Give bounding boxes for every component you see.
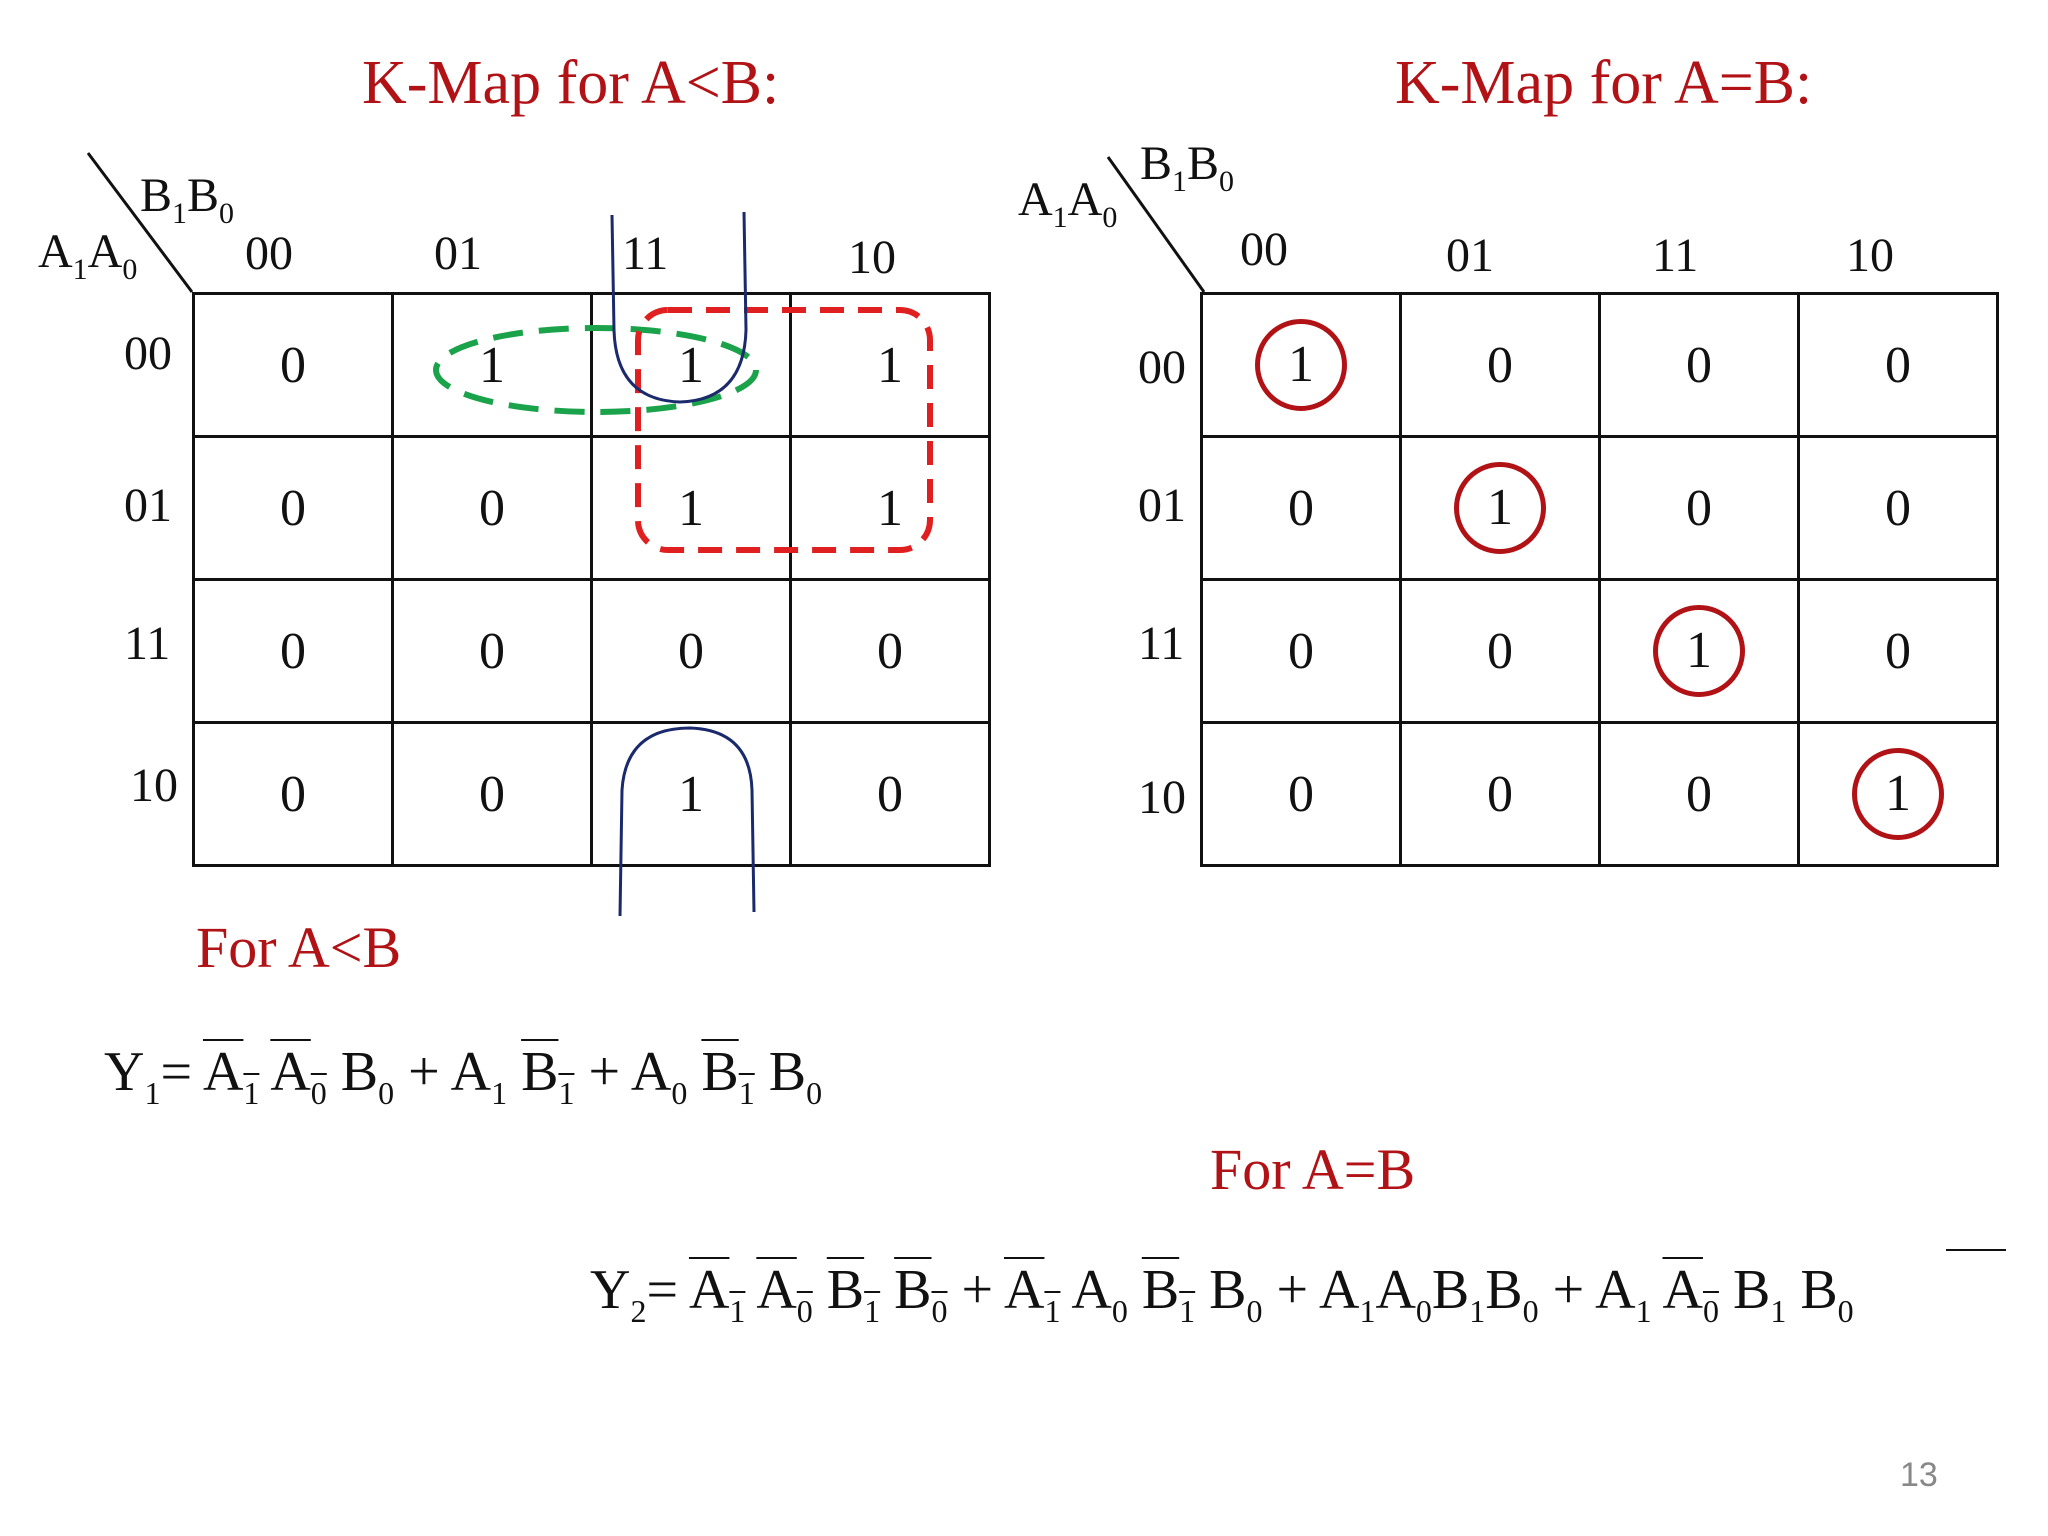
kmap-cell: 0	[1200, 435, 1402, 581]
right-col-var-label: B1B0	[1140, 137, 1235, 198]
circled-minterm: 1	[1454, 462, 1546, 554]
right-col-header: 01	[1446, 229, 1494, 282]
kmap-cell: 0	[192, 292, 394, 438]
equation-y1: Y1= A1 A0 B0 + A1 B1 + A0 B1 B0	[104, 1041, 823, 1111]
circled-minterm: 1	[1852, 748, 1944, 840]
kmap-a-eq-b-grid: 1 0 0 0 0 1 0 0 0 0 1 0 0 0 0 1	[1200, 292, 1999, 867]
left-row-header: 10	[130, 759, 178, 812]
page-number: 13	[1900, 1456, 1938, 1494]
right-row-header: 00	[1138, 341, 1186, 394]
kmap-cell: 0	[1598, 292, 1800, 438]
kmap-cell: 0	[391, 435, 593, 581]
right-row-header: 10	[1138, 771, 1186, 824]
kmap-cell: 1	[1797, 721, 1999, 867]
kmap-cell: 0	[192, 435, 394, 581]
blue-wrap-loop-top	[610, 211, 748, 404]
kmap-cell: 1	[1598, 578, 1800, 724]
kmap-cell: 0	[590, 578, 792, 724]
blue-wrap-loop-bottom	[618, 726, 756, 917]
kmap-cell: 0	[1399, 292, 1601, 438]
equation-y2: Y2= A1 A0 B1 B0 + A1 A0 B1 B0 + A1A0B1B0…	[590, 1259, 1854, 1329]
right-col-header: 00	[1240, 223, 1288, 276]
left-row-header: 00	[124, 327, 172, 380]
left-row-header: 01	[124, 479, 172, 532]
kmap-cell: 0	[391, 578, 593, 724]
right-col-header: 10	[1846, 229, 1894, 282]
right-row-var-label: A1A0	[1018, 173, 1118, 234]
kmap-cell: 0	[789, 578, 991, 724]
left-col-header: 11	[622, 227, 669, 280]
circled-minterm: 1	[1653, 605, 1745, 697]
kmap-cell: 1	[789, 435, 991, 581]
kmap-cell: 0	[192, 578, 394, 724]
kmap-cell: 0	[1797, 292, 1999, 438]
kmap-cell: 0	[1598, 435, 1800, 581]
left-col-header: 00	[245, 227, 293, 280]
kmap-a-eq-b-title: K-Map for A=B:	[1395, 49, 1813, 117]
right-col-header: 11	[1652, 229, 1699, 282]
left-col-header: 01	[434, 227, 482, 280]
right-corner-diagonal	[1106, 156, 1206, 293]
kmap-cell: 1	[1399, 435, 1601, 581]
kmap-cell: 1	[590, 435, 792, 581]
kmap-cell: 0	[1200, 578, 1402, 724]
kmap-cell: 1	[789, 292, 991, 438]
kmap-cell: 1	[1200, 292, 1402, 438]
kmap-cell: 0	[1797, 578, 1999, 724]
circled-minterm: 1	[1255, 319, 1347, 411]
kmap-cell: 0	[1399, 721, 1601, 867]
for-a-eq-b-label: For A=B	[1210, 1137, 1416, 1202]
kmap-cell: 0	[789, 721, 991, 867]
red-group-loop	[635, 307, 933, 553]
left-col-var-label: B1B0	[140, 169, 235, 230]
kmap-a-lt-b-title: K-Map for A<B:	[362, 49, 780, 117]
kmap-cell: 0	[1399, 578, 1601, 724]
green-group-loop	[433, 325, 759, 415]
right-row-header: 11	[1138, 617, 1185, 670]
right-row-header: 01	[1138, 479, 1186, 532]
kmap-cell: 0	[192, 721, 394, 867]
left-col-header: 10	[848, 231, 896, 284]
kmap-cell: 0	[391, 721, 593, 867]
left-corner-diagonal	[86, 152, 194, 293]
kmap-cell: 0	[1598, 721, 1800, 867]
for-a-lt-b-label: For A<B	[196, 915, 402, 980]
left-row-header: 11	[124, 617, 171, 670]
kmap-cell: 0	[1200, 721, 1402, 867]
kmap-cell: 0	[1797, 435, 1999, 581]
left-row-var-label: A1A0	[38, 225, 138, 286]
kmap-cell: 1	[590, 721, 792, 867]
